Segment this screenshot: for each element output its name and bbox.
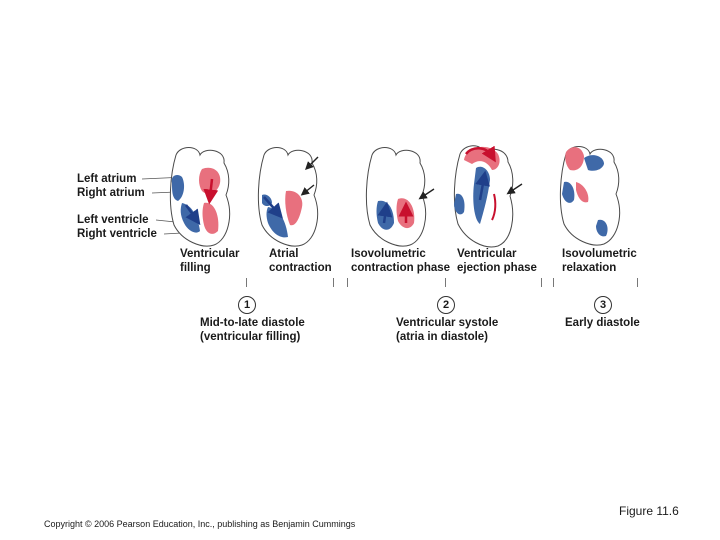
heart-cycle-illustration [141, 145, 638, 287]
phase-label-4: Ventricular ejection phase [457, 248, 537, 274]
stage-number-3: 3 [594, 296, 612, 314]
stage-label-3: Early diastole [565, 317, 640, 329]
label-left-atrium: Left atrium [77, 173, 137, 185]
stage-label-2: Ventricular systole (atria in diastole) [396, 317, 499, 343]
phase-label-5: Isovolumetric relaxation [562, 248, 637, 274]
copyright-notice: Copyright © 2006 Pearson Education, Inc.… [44, 519, 356, 529]
stage-label-1: Mid-to-late diastole (ventricular fillin… [200, 317, 305, 343]
chamber-labels-top: Left atrium Right atrium [77, 172, 145, 200]
phase-label-2: Atrial contraction [269, 248, 332, 274]
phase-label-3: Isovolumetric contraction phase [351, 248, 451, 274]
label-right-ventricle: Right ventricle [77, 228, 157, 240]
label-left-ventricle: Left ventricle [77, 214, 149, 226]
phase-label-1: Ventricular filling [180, 248, 240, 274]
chamber-labels-bottom: Left ventricle Right ventricle [77, 213, 157, 241]
stage-number-2: 2 [437, 296, 455, 314]
heart-isovolumetric-contraction [365, 147, 435, 247]
heart-atrial-contraction [257, 147, 319, 247]
stage-number-1: 1 [238, 296, 256, 314]
figure-number: Figure 11.6 [619, 504, 679, 518]
heart-isovolumetric-relaxation [559, 146, 620, 246]
label-right-atrium: Right atrium [77, 187, 145, 199]
heart-ventricular-ejection [453, 145, 523, 248]
heart-ventricular-filling [169, 147, 230, 247]
timeline-ticks [246, 278, 638, 287]
